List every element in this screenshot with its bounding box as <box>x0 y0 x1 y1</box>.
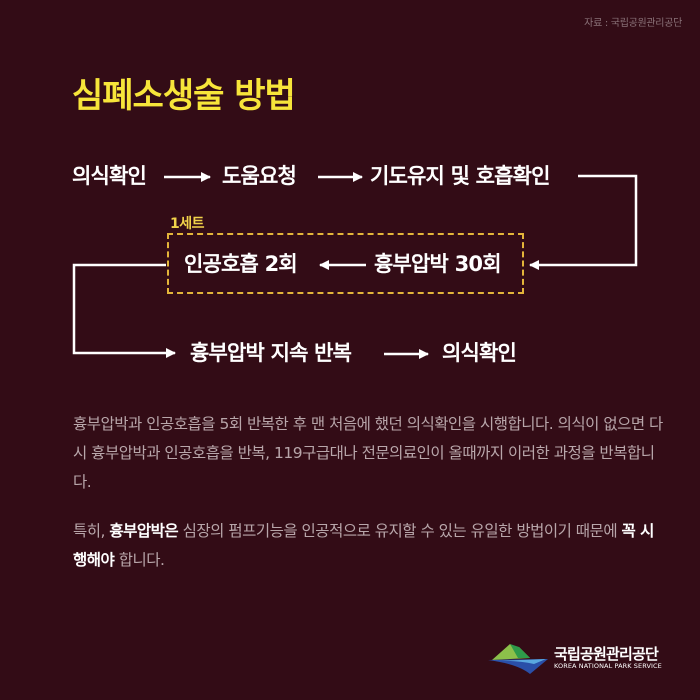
logo-name-en: KOREA NATIONAL PARK SERVICE <box>554 661 662 670</box>
body-paragraph-1: 흉부압박과 인공호흡을 5회 반복한 후 맨 처음에 했던 의식확인을 시행합니… <box>73 415 663 491</box>
step-consciousness-check: 의식확인 <box>72 164 147 188</box>
set-box <box>167 233 524 294</box>
text-span: 합니다. <box>114 551 165 569</box>
knps-logo: 국립공원관리공단 KOREA NATIONAL PARK SERVICE <box>488 640 662 676</box>
source-credit: 자료 : 국립공원관리공단 <box>584 18 682 29</box>
step-rescue-breaths: 인공호흡 2회 <box>184 252 298 276</box>
step-repeat-compressions: 흉부압박 지속 반복 <box>190 341 352 365</box>
text-span: 심장의 펌프기능을 인공적으로 유지할 수 있는 유일한 방법이기 때문에 <box>178 522 622 540</box>
emphasis-text: 꼭 시행해야 <box>73 522 654 569</box>
set-label: 1세트 <box>170 216 205 232</box>
page-title: 심폐소생술 방법 <box>72 76 296 116</box>
text-span: 특히, <box>73 522 110 540</box>
mountain-water-logo-icon <box>488 644 548 674</box>
body-paragraph-2: 특히, 흉부압박은 심장의 펌프기능을 인공적으로 유지할 수 있는 유일한 방… <box>73 517 663 575</box>
connector-right-icon <box>529 174 638 270</box>
step-call-for-help: 도움요청 <box>222 164 297 188</box>
step-chest-compressions: 흉부압박 30회 <box>374 252 502 276</box>
emphasis-text: 흉부압박은 <box>109 522 179 540</box>
step-consciousness-recheck: 의식확인 <box>442 341 517 365</box>
step-airway-breathing: 기도유지 및 호흡확인 <box>370 164 551 188</box>
logo-name-ko: 국립공원관리공단 <box>554 644 659 663</box>
connector-left-icon <box>72 263 176 358</box>
